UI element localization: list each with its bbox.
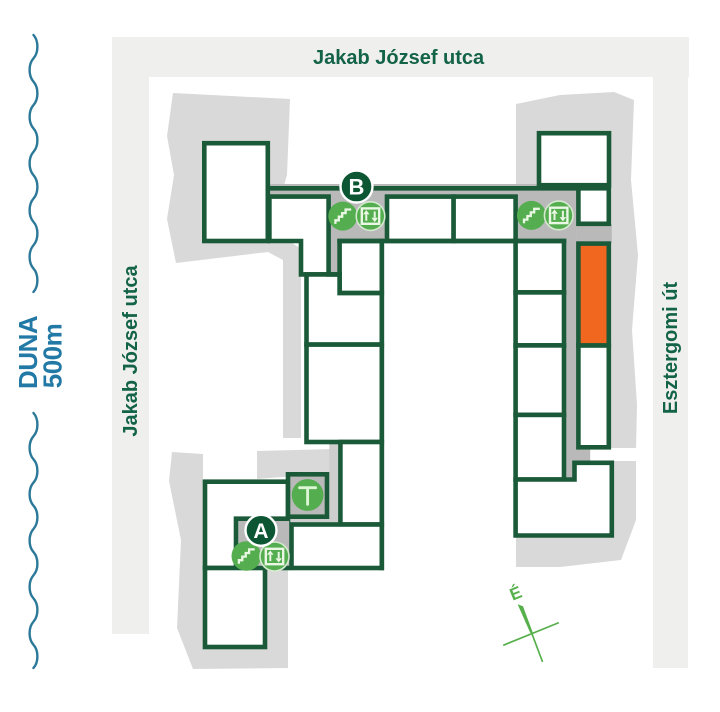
svg-text:Esztergomi út: Esztergomi út [660,282,682,415]
svg-text:B: B [349,175,365,200]
svg-text:DUNA: DUNA [13,315,43,389]
svg-text:É: É [507,583,525,605]
svg-text:A: A [253,520,268,543]
svg-text:500m: 500m [38,324,68,389]
svg-text:Jakab József utca: Jakab József utca [313,47,485,69]
svg-text:Jakab József utca: Jakab József utca [120,265,142,437]
